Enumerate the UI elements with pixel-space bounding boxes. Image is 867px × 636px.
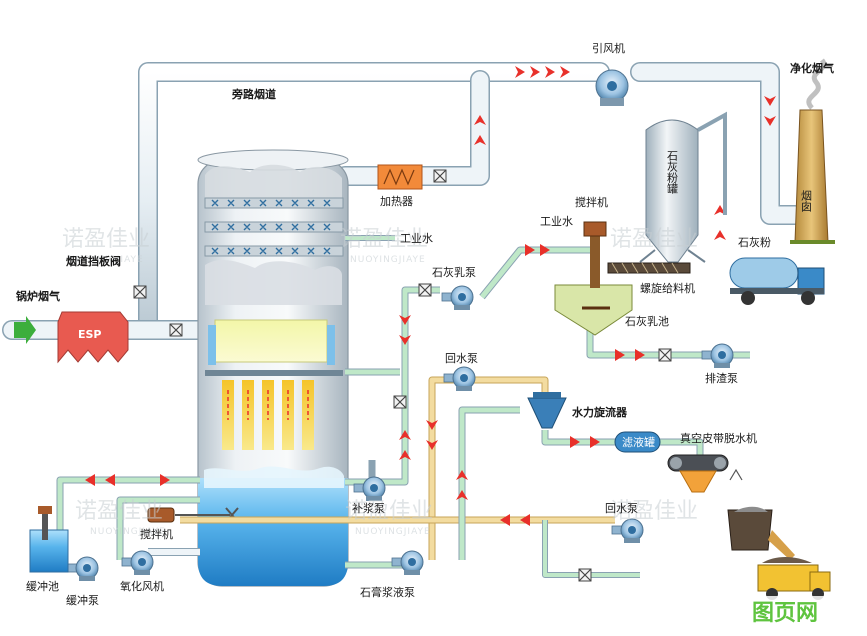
label-lime-slurry-tank: 石灰乳池 bbox=[625, 314, 669, 328]
gypsum-bin bbox=[727, 506, 795, 560]
discharge-valve-icon[interactable] bbox=[658, 348, 672, 362]
watermark-cn-6: 诺盈佳业 bbox=[610, 499, 698, 524]
label-induced-fan: 引风机 bbox=[592, 41, 625, 55]
esp-precipitator: ESP bbox=[57, 311, 129, 364]
label-agitator-top: 搅拌机 bbox=[575, 195, 608, 209]
chimney bbox=[790, 58, 835, 244]
label-hydrocyclone: 水力旋流器 bbox=[572, 405, 628, 419]
label-vacuum-belt-filter: 真空皮带脱水机 bbox=[680, 431, 757, 445]
bypass-damper-valve-icon[interactable] bbox=[133, 285, 147, 299]
label-bypass-flue: 旁路烟道 bbox=[231, 87, 276, 101]
label-limestone-silo: 石灰粉罐 bbox=[666, 150, 679, 195]
agitator-bottom bbox=[147, 507, 175, 523]
demister-packs bbox=[204, 197, 344, 257]
label-screw-feeder: 螺旋给料机 bbox=[640, 281, 695, 295]
absorber-tower bbox=[148, 149, 349, 587]
watermark-en-3: NUOYINGJIAYE bbox=[90, 527, 166, 537]
label-filtrate-tank: 滤液罐 bbox=[622, 435, 655, 449]
label-heater: 加热器 bbox=[380, 195, 413, 208]
flue-gas-ducts bbox=[2, 62, 805, 340]
screw-feeder bbox=[607, 262, 691, 274]
vacuum-belt-filter bbox=[667, 454, 743, 493]
lime-slurry-valve-icon[interactable] bbox=[418, 283, 432, 297]
heater bbox=[377, 164, 423, 190]
watermarks: 诺盈佳业 诺盈佳业 诺盈佳业 NUOYINGJIAYE NUOYINGJIAYE… bbox=[62, 227, 698, 537]
label-makeup-pump: 补浆泵 bbox=[352, 501, 385, 515]
lime-slurry-tank bbox=[554, 221, 633, 336]
label-agitator-bottom: 搅拌机 bbox=[140, 527, 173, 541]
label-return-pump-2: 回水泵 bbox=[605, 502, 638, 515]
watermark-cn-5: 诺盈佳业 bbox=[345, 499, 433, 524]
spray-nozzles bbox=[222, 380, 314, 450]
watermark-cn-1: 诺盈佳业 bbox=[62, 227, 150, 252]
site-badge: 图页网 bbox=[748, 596, 852, 626]
label-discharge-pump: 排渣泵 bbox=[705, 371, 738, 385]
watermark-cn-4: 诺盈佳业 bbox=[75, 499, 163, 524]
labels: 锅炉烟气 旁路烟道 烟道挡板阀 加热器 引风机 净化烟气 烟囱 石灰粉罐 石灰粉… bbox=[16, 41, 834, 607]
inlet-damper-valve-icon[interactable] bbox=[169, 323, 183, 337]
hydrocyclone bbox=[527, 392, 567, 429]
inlet-arrow-icon bbox=[14, 316, 36, 344]
induced-fan bbox=[595, 69, 629, 106]
label-oxidation-blower: 氧化风机 bbox=[120, 579, 164, 593]
slurry-flow-arrows bbox=[85, 244, 645, 526]
label-lime-slurry-pump: 石灰乳泵 bbox=[432, 265, 476, 279]
flue-flow-arrows bbox=[474, 66, 776, 240]
buffer-tank bbox=[29, 506, 69, 573]
outlet-damper-valve-icon[interactable] bbox=[433, 169, 447, 183]
label-industrial-water-2: 工业水 bbox=[400, 232, 433, 245]
site-badge-text: 图页网 bbox=[752, 601, 818, 626]
label-limestone-powder: 石灰粉 bbox=[738, 235, 771, 249]
label-buffer-pump: 缓冲泵 bbox=[66, 593, 99, 607]
limestone-silo bbox=[639, 111, 727, 263]
slurry-lines bbox=[56, 235, 750, 578]
label-boiler-flue-gas: 锅炉烟气 bbox=[16, 289, 60, 303]
label-buffer-tank: 缓冲池 bbox=[26, 579, 59, 593]
recirc-valve-icon[interactable] bbox=[393, 395, 407, 409]
esp-label: ESP bbox=[78, 328, 102, 341]
watermark-en-2: NUOYINGJIAYE bbox=[350, 255, 426, 265]
bottom-drain-valve-icon[interactable] bbox=[578, 568, 592, 582]
label-chimney: 烟囱 bbox=[800, 189, 813, 212]
lime-tanker-truck bbox=[729, 257, 825, 305]
watermark-en-1: NUOYINGJIAYE bbox=[68, 255, 144, 265]
label-return-pump-1: 回水泵 bbox=[445, 352, 478, 365]
label-industrial-water-1: 工业水 bbox=[540, 215, 573, 228]
label-clean-flue-gas: 净化烟气 bbox=[790, 61, 834, 75]
watermark-cn-2: 诺盈佳业 bbox=[340, 227, 428, 252]
watermark-en-4: NUOYINGJIAYE bbox=[355, 527, 431, 537]
label-gypsum-pump: 石膏浆液泵 bbox=[360, 585, 415, 599]
label-flue-baffle-damper: 烟道挡板阀 bbox=[66, 254, 121, 268]
filtrate-tank bbox=[614, 431, 661, 453]
watermark-cn-3: 诺盈佳业 bbox=[610, 227, 698, 252]
